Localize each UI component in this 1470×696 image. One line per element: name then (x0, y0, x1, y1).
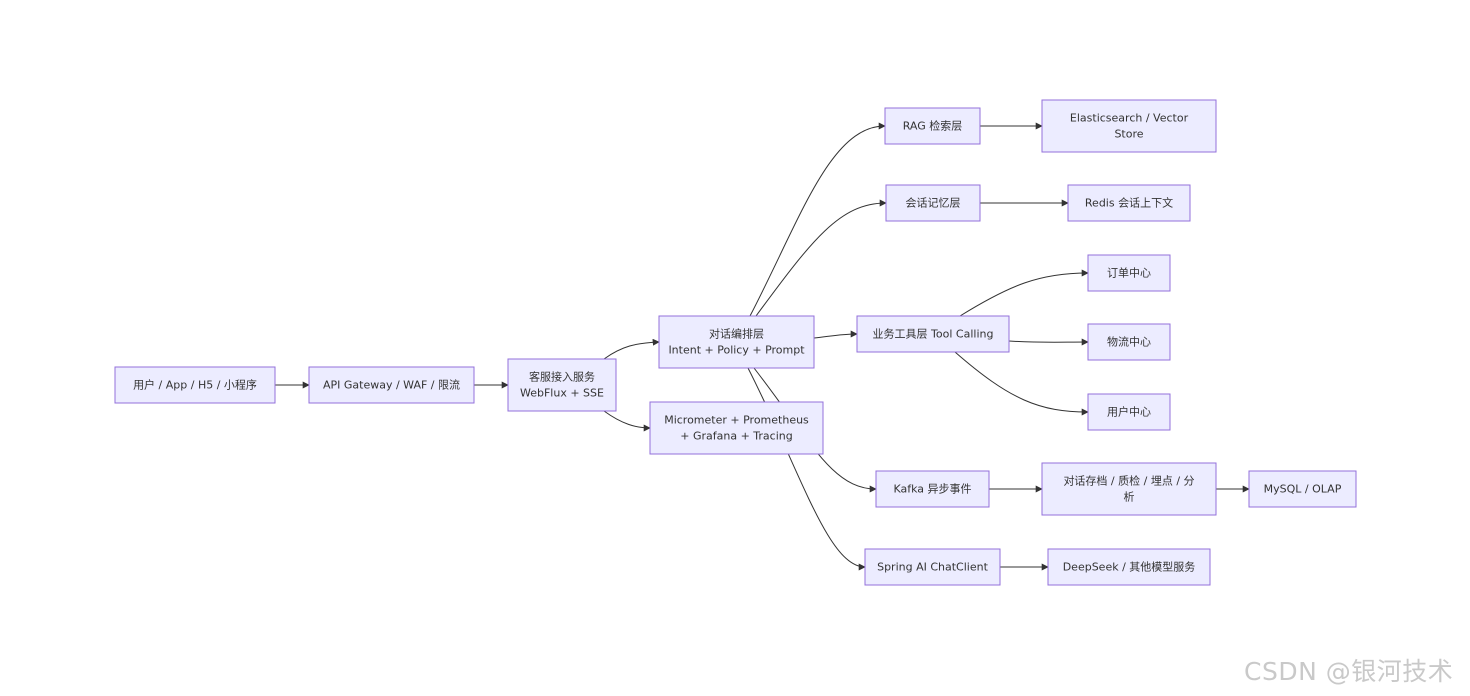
edge-orchestrator-to-kafka (753, 367, 877, 493)
node-rag-box (884, 107, 981, 145)
node-es-label: Elasticsearch / Vector (1070, 112, 1189, 125)
node-metrics: Micrometer + Prometheus + Grafana + Traci… (649, 401, 824, 455)
node-usercenter: 用户中心 (1087, 393, 1171, 431)
node-gateway-label: API Gateway / WAF / 限流 (323, 378, 460, 392)
node-metrics-label: Micrometer + Prometheus (664, 414, 809, 427)
node-access-box (507, 358, 617, 412)
node-usercenter-box (1087, 393, 1171, 431)
node-rag: RAG 检索层 (884, 107, 981, 145)
node-gateway: API Gateway / WAF / 限流 (308, 366, 475, 404)
node-memory: 会话记忆层 (885, 184, 981, 222)
edges-layer (275, 122, 1250, 571)
edge-orchestrator-to-rag (749, 122, 886, 317)
node-orchestrator-box (658, 315, 815, 369)
node-access-label: WebFlux + SSE (520, 387, 604, 400)
node-kafka: Kafka 异步事件 (875, 470, 990, 508)
node-orchestrator-label: 对话编排层 (709, 327, 764, 341)
node-tools-box (856, 315, 1010, 353)
node-es-label: Store (1114, 128, 1143, 141)
node-spring-box (864, 548, 1001, 586)
node-logistics-box (1087, 323, 1171, 361)
edge-access-to-metrics (603, 410, 651, 432)
node-usercenter-label: 用户中心 (1107, 405, 1151, 419)
node-order-box (1087, 254, 1171, 292)
node-metrics-label: + Grafana + Tracing (680, 430, 792, 443)
node-archive-label: 析 (1124, 490, 1135, 504)
edge-orchestrator-to-memory (755, 199, 887, 317)
node-orchestrator: 对话编排层 Intent + Policy + Prompt (658, 315, 815, 369)
node-access: 客服接入服务 WebFlux + SSE (507, 358, 617, 412)
edge-tools-to-logistics (1008, 338, 1089, 346)
watermark-text: CSDN @银河技术 (1244, 657, 1454, 686)
node-redis-label: Redis 会话上下文 (1085, 196, 1173, 210)
node-redis: Redis 会话上下文 (1067, 184, 1191, 222)
node-user-label: 用户 / App / H5 / 小程序 (133, 378, 257, 392)
node-memory-label: 会话记忆层 (906, 197, 961, 210)
edge-orchestrator-to-spring (747, 367, 866, 571)
node-user: 用户 / App / H5 / 小程序 (114, 366, 276, 404)
node-access-label: 客服接入服务 (529, 370, 595, 384)
node-archive-box (1041, 462, 1217, 516)
node-llm-label: DeepSeek / 其他模型服务 (1063, 560, 1196, 574)
node-spring-label: Spring AI ChatClient (877, 561, 988, 574)
node-spring: Spring AI ChatClient (864, 548, 1001, 586)
node-gateway-box (308, 366, 475, 404)
node-redis-box (1067, 184, 1191, 222)
node-kafka-label: Kafka 异步事件 (893, 483, 971, 496)
nodes-layer: 用户 / App / H5 / 小程序 API Gateway / WAF / 限… (114, 99, 1357, 586)
node-metrics-box (649, 401, 824, 455)
node-archive: 对话存档 / 质检 / 埋点 / 分析 (1041, 462, 1217, 516)
node-archive-label: 对话存档 / 质检 / 埋点 / 分 (1063, 474, 1194, 488)
node-tools: 业务工具层 Tool Calling (856, 315, 1010, 353)
node-mysql-label: MySQL / OLAP (1264, 483, 1342, 496)
edge-orchestrator-to-tools (813, 330, 858, 339)
node-orchestrator-label: Intent + Policy + Prompt (668, 344, 805, 357)
node-order: 订单中心 (1087, 254, 1171, 292)
edge-access-to-orchestrator (603, 338, 660, 360)
node-tools-label: 业务工具层 Tool Calling (873, 328, 994, 341)
node-user-box (114, 366, 276, 404)
node-logistics-label: 物流中心 (1107, 335, 1151, 349)
edge-tools-to-order (959, 269, 1089, 317)
edge-tools-to-usercenter (954, 351, 1089, 416)
node-rag-label: RAG 检索层 (903, 119, 963, 133)
node-llm: DeepSeek / 其他模型服务 (1047, 548, 1211, 586)
node-llm-box (1047, 548, 1211, 586)
node-kafka-box (875, 470, 990, 508)
node-order-label: 订单中心 (1107, 267, 1151, 280)
node-es-box (1041, 99, 1217, 153)
node-mysql-box (1248, 470, 1357, 508)
node-logistics: 物流中心 (1087, 323, 1171, 361)
node-mysql: MySQL / OLAP (1248, 470, 1357, 508)
node-memory-box (885, 184, 981, 222)
